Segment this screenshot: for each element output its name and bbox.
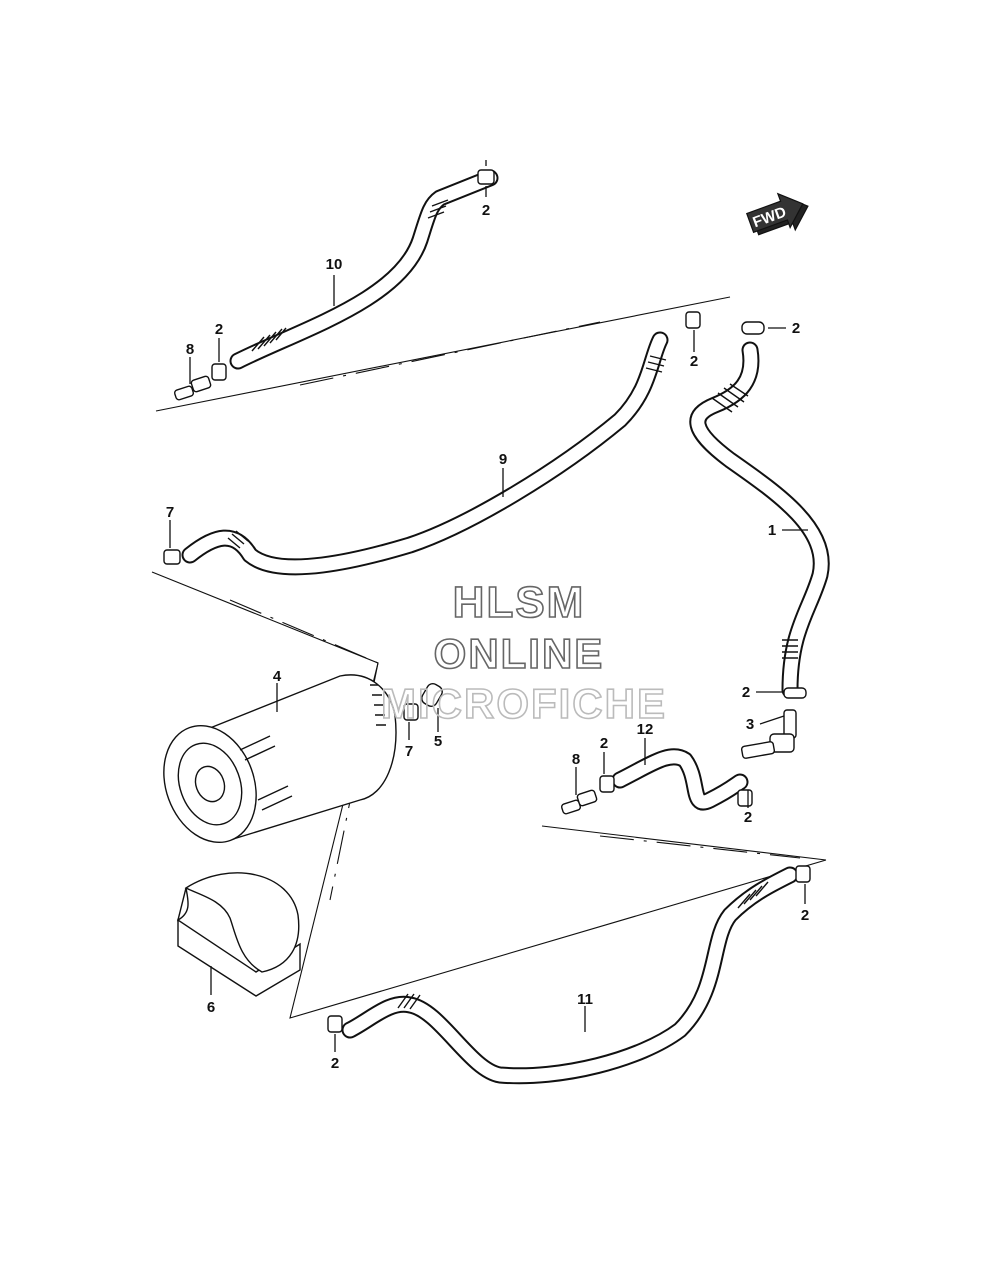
clamp-2-i[interactable] [327, 1015, 343, 1033]
callout-3: 3 [746, 716, 754, 733]
clamp-2-e[interactable] [783, 687, 807, 699]
callout-12: 12 [637, 721, 654, 738]
canister-4[interactable] [148, 674, 397, 856]
callout-7: 7 [405, 743, 413, 760]
callout-2: 2 [792, 320, 800, 337]
hose-9[interactable] [181, 331, 669, 576]
callout-7: 7 [166, 504, 174, 521]
clamp-2-d[interactable] [741, 321, 765, 335]
callout-6: 6 [207, 999, 215, 1016]
hose-1[interactable] [689, 341, 830, 699]
clip-7-a[interactable] [163, 549, 181, 565]
elbow-joint-3[interactable] [740, 709, 797, 759]
callout-8: 8 [186, 341, 194, 358]
callout-2: 2 [690, 353, 698, 370]
callout-2: 2 [600, 735, 608, 752]
hose-12[interactable] [611, 748, 749, 811]
callout-9: 9 [499, 451, 507, 468]
callout-11: 11 [577, 991, 593, 1008]
hose-11[interactable] [341, 866, 799, 1085]
joint-8-b[interactable] [560, 789, 598, 815]
callout-labels: 2 10 2 8 2 2 9 7 1 4 2 3 12 2 8 7 5 2 2 … [166, 202, 809, 1072]
callout-4: 4 [273, 668, 282, 685]
callout-2: 2 [801, 907, 809, 924]
clamp-2-b[interactable] [211, 363, 227, 381]
callout-2: 2 [482, 202, 490, 219]
watermark-line-1: HLSM [453, 578, 586, 627]
callout-10: 10 [326, 256, 343, 273]
callout-2: 2 [744, 809, 752, 826]
callout-1: 1 [768, 522, 776, 539]
connector-5[interactable] [420, 681, 445, 708]
clamp-2-g[interactable] [737, 789, 753, 807]
clamp-2-a[interactable] [477, 160, 495, 185]
bracket-6[interactable] [176, 872, 301, 997]
forward-arrow-icon: FWD [745, 192, 809, 236]
callout-5: 5 [434, 733, 442, 750]
joint-8-a[interactable] [173, 375, 212, 401]
callout-2: 2 [331, 1055, 339, 1072]
clamp-2-f[interactable] [599, 775, 615, 793]
watermark-line-3: MICROFICHE [381, 680, 667, 727]
clamp-2-h[interactable] [795, 865, 811, 883]
hose-10[interactable] [229, 169, 499, 370]
watermark-line-2: ONLINE [434, 630, 605, 677]
clamp-2-c[interactable] [685, 311, 701, 329]
callout-2: 2 [215, 321, 223, 338]
watermark: HLSM ONLINE MICROFICHE [380, 577, 667, 728]
clip-7-b[interactable] [403, 703, 419, 721]
callout-8: 8 [572, 751, 580, 768]
callout-2: 2 [742, 684, 750, 701]
leader-lines [169, 186, 808, 1052]
